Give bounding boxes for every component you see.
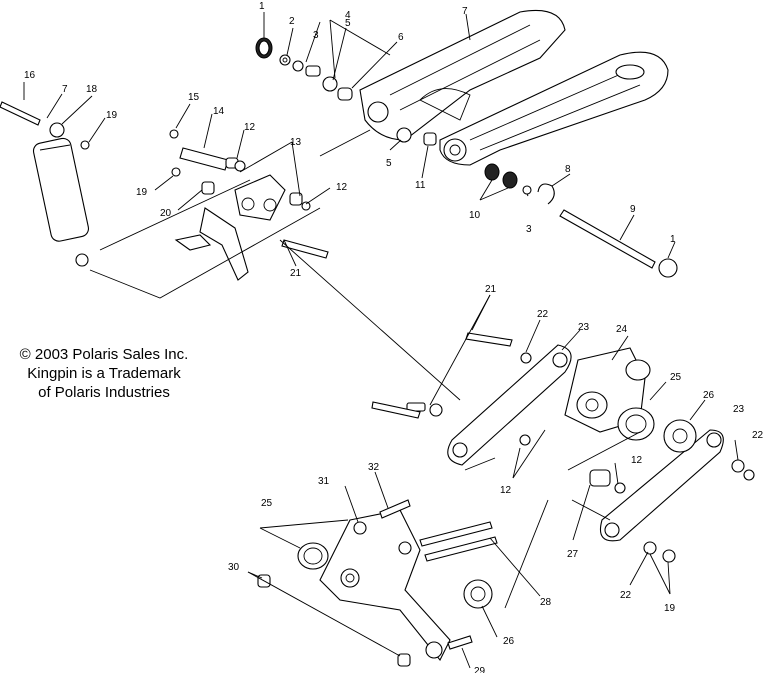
- callout-12: 12: [631, 455, 643, 466]
- callout-14: 14: [213, 106, 225, 117]
- callout-12: 12: [244, 122, 256, 133]
- callout-7-shock: 7: [62, 84, 68, 95]
- callout-11: 11: [415, 180, 426, 191]
- callout-2: 2: [289, 16, 295, 27]
- callout-21: 21: [485, 284, 497, 295]
- front-arm-hardware: [169, 129, 329, 281]
- callout-4: 4: [345, 10, 351, 21]
- callout-3: 3: [313, 30, 319, 41]
- callout-22: 22: [620, 590, 632, 601]
- callout-31: 31: [318, 476, 330, 487]
- callout-15: 15: [188, 92, 200, 103]
- callout-13: 13: [290, 137, 302, 148]
- shock-absorber: [0, 101, 90, 267]
- callout-1: 1: [259, 1, 265, 12]
- callout-25: 25: [670, 372, 682, 383]
- callout-27: 27: [567, 549, 579, 560]
- swing-arm: [359, 9, 669, 166]
- callout-12: 12: [336, 182, 348, 193]
- callout-28: 28: [540, 597, 552, 608]
- callout-1: 1: [670, 234, 676, 245]
- leader-lines: [23, 12, 739, 669]
- callout-19: 19: [664, 603, 676, 614]
- copyright-notice: © 2003 Polaris Sales Inc. Kingpin is a T…: [4, 345, 204, 402]
- callout-8: 8: [565, 164, 571, 175]
- callout-26: 26: [503, 636, 515, 647]
- callout-26: 26: [703, 390, 715, 401]
- callout-32: 32: [368, 462, 380, 473]
- callout-10: 10: [469, 210, 481, 221]
- callout-21: 21: [290, 268, 302, 279]
- callout-24: 24: [616, 324, 628, 335]
- trademark-line: Kingpin is a Trademark: [27, 365, 181, 382]
- callout-19: 19: [136, 187, 148, 198]
- callout-22: 22: [752, 430, 764, 441]
- trademark-owner-line: of Polaris Industries: [38, 384, 170, 401]
- callout-25: 25: [261, 498, 273, 509]
- callout-19: 19: [106, 110, 118, 121]
- callout-16: 16: [24, 70, 36, 81]
- callout-23: 23: [733, 404, 745, 415]
- front-bracket: [257, 499, 498, 667]
- callout-numbers: 1 2 3 4 5 6 7 16 7 18 19 15 14 12 13 19 …: [24, 1, 764, 673]
- callout-6: 6: [398, 32, 404, 43]
- pivot-hardware: [255, 37, 678, 278]
- callout-29: 29: [474, 666, 486, 673]
- callout-7: 7: [462, 6, 468, 17]
- callout-22: 22: [537, 309, 549, 320]
- callout-5: 5: [345, 18, 351, 29]
- callout-5: 5: [386, 158, 392, 169]
- callout-23: 23: [578, 322, 590, 333]
- rear-bracket: [564, 347, 697, 494]
- callout-12: 12: [500, 485, 512, 496]
- copyright-line: © 2003 Polaris Sales Inc.: [19, 346, 189, 363]
- callout-30: 30: [228, 562, 240, 573]
- callout-18: 18: [86, 84, 98, 95]
- callout-9: 9: [630, 204, 636, 215]
- callout-20: 20: [160, 208, 172, 219]
- link-arms: [371, 332, 755, 563]
- callout-3: 3: [526, 224, 532, 235]
